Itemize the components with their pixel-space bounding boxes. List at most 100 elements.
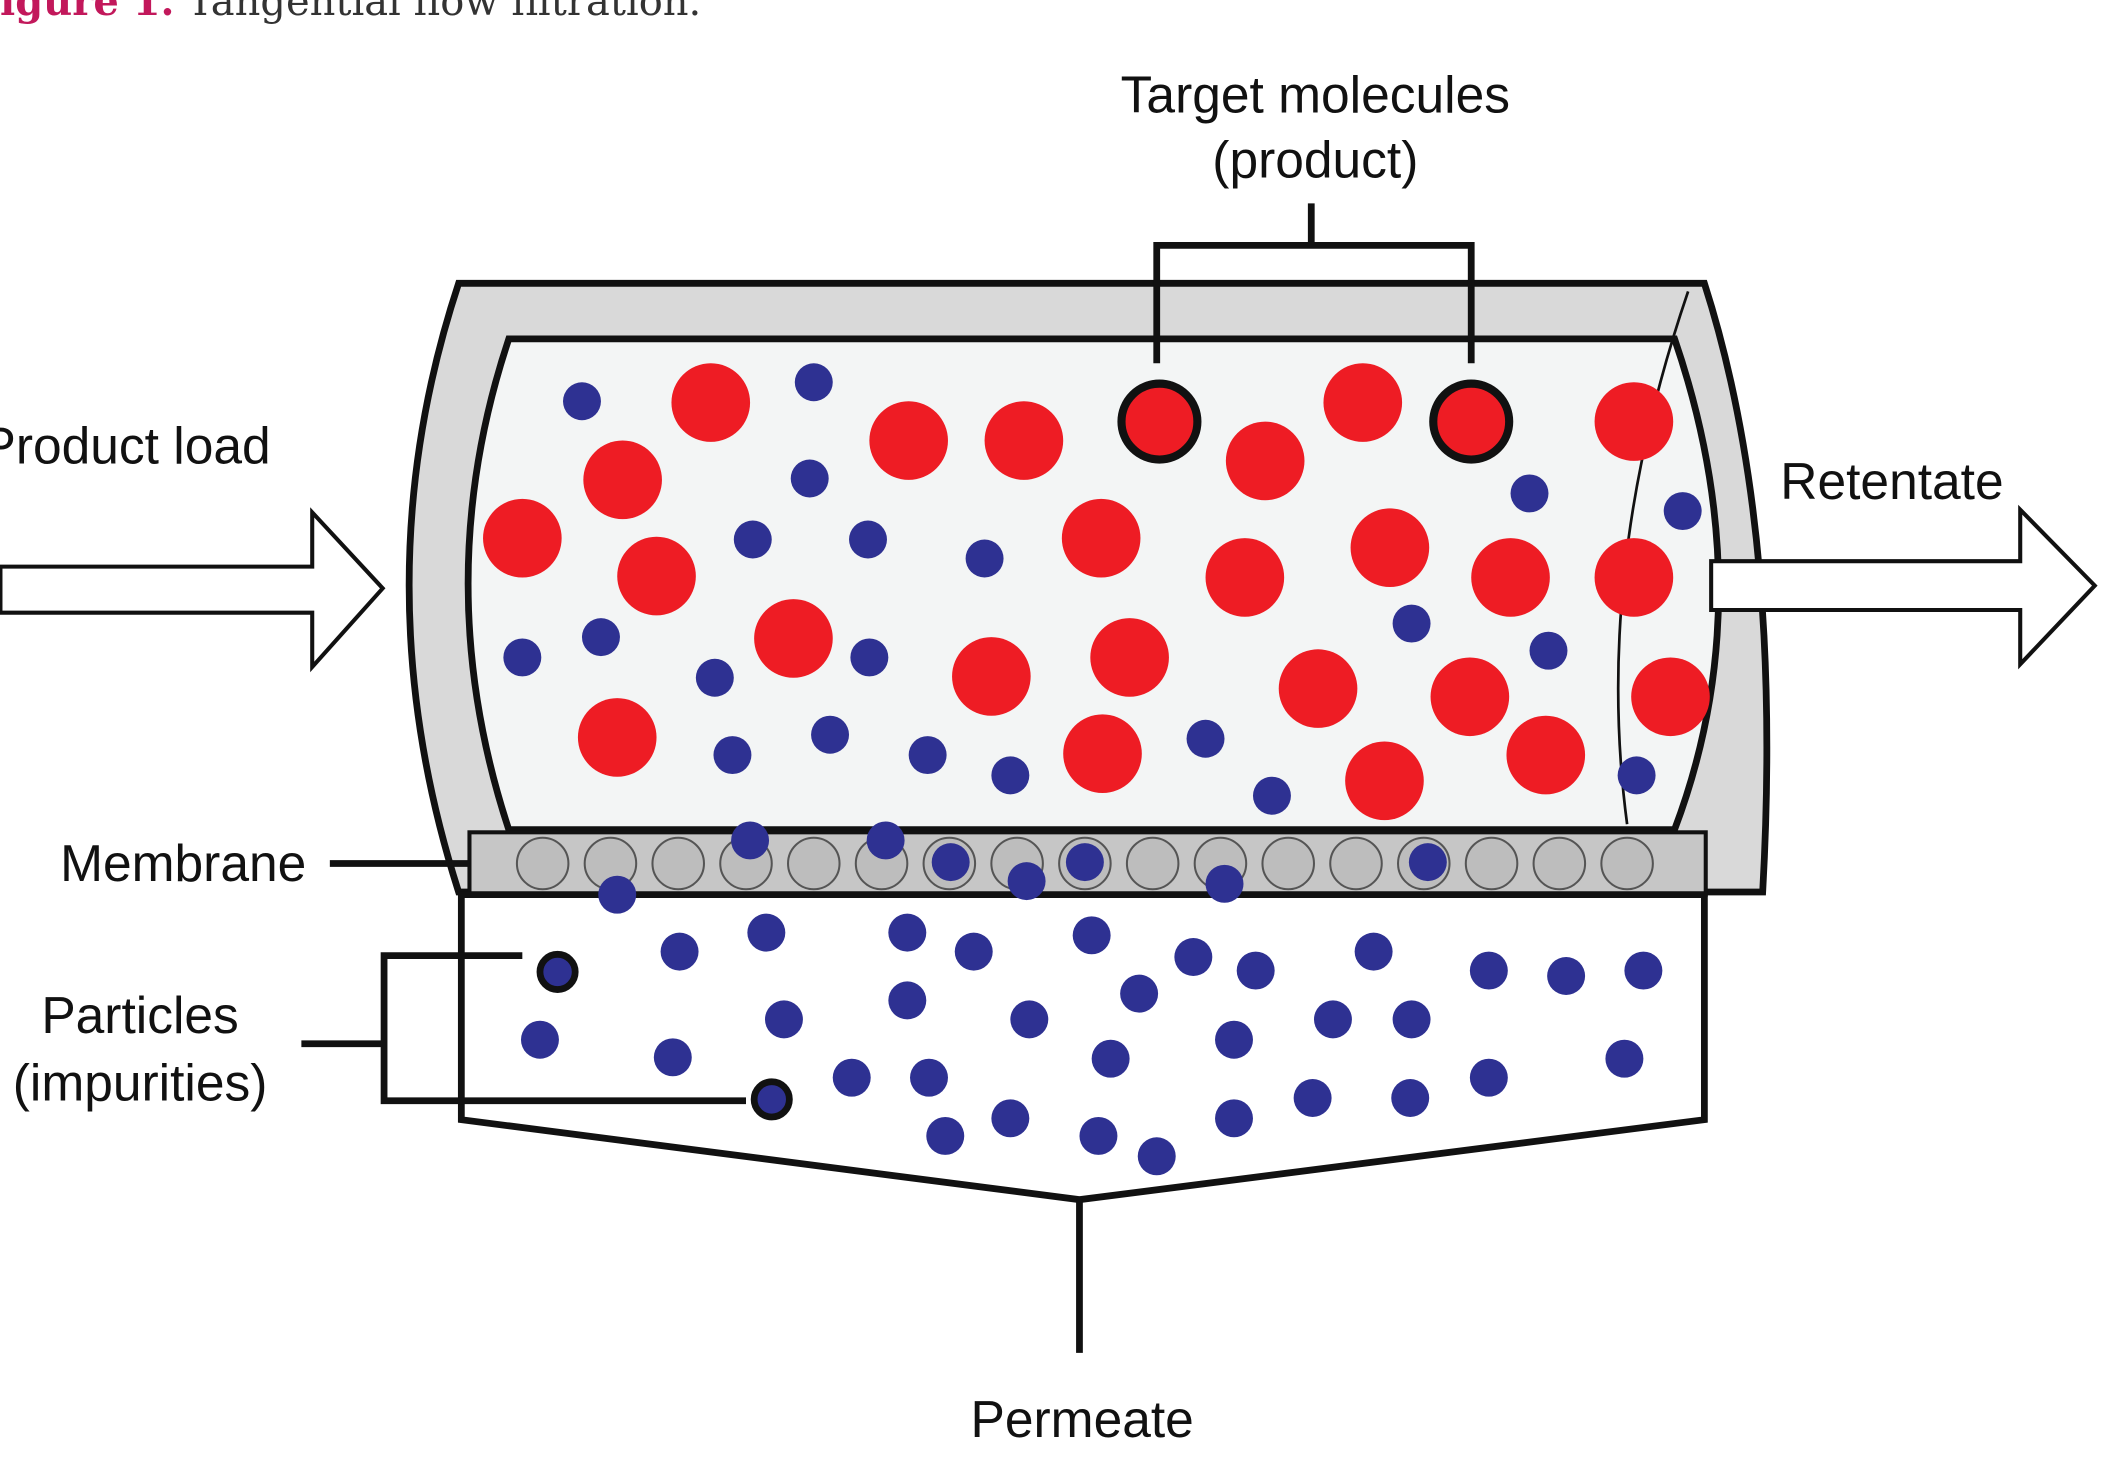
figure-number: igure 1. <box>0 0 175 25</box>
impurity-particle <box>1205 864 1244 903</box>
impurity-particle <box>563 382 601 421</box>
impurity-particle <box>581 618 620 657</box>
impurity-particle <box>747 913 786 952</box>
impurity-particle <box>965 539 1004 578</box>
product-molecule <box>1506 715 1586 795</box>
impurity-particles <box>503 363 1702 1176</box>
membrane-pore <box>651 836 705 891</box>
impurity-particle <box>790 459 829 498</box>
membrane-pore <box>1532 836 1587 891</box>
impurity-particle <box>1313 1000 1352 1039</box>
product-molecule <box>1061 498 1141 578</box>
impurity-particle <box>1392 604 1431 643</box>
particles-label: Particles <box>41 986 238 1044</box>
impurity-particle <box>1215 1099 1253 1138</box>
product-molecule <box>1278 649 1358 728</box>
impurity-particle <box>1065 843 1104 882</box>
impurity-particle <box>954 932 993 971</box>
impurity-particle <box>1605 1039 1644 1078</box>
membrane-pore <box>787 836 841 891</box>
retentate-label: Retentate <box>1780 452 2003 510</box>
impurity-particle <box>1354 932 1393 971</box>
impurity-particle <box>1120 974 1159 1013</box>
product-molecule <box>1063 714 1142 793</box>
product-molecule <box>1323 363 1403 442</box>
impurity-particle <box>503 638 542 677</box>
impurity-particle <box>1408 843 1447 882</box>
impurity-particle <box>910 1058 948 1097</box>
target-product-label: (product) <box>1212 131 1418 189</box>
product-molecule <box>754 599 833 678</box>
impurity-particle <box>991 756 1030 795</box>
impurity-particle <box>1293 1079 1332 1117</box>
product-molecule <box>583 440 662 520</box>
membrane-label: Membrane <box>60 834 306 892</box>
impurity-particle <box>1547 957 1586 995</box>
impurity-particle <box>1137 1137 1176 1176</box>
impurity-particle <box>1510 474 1549 513</box>
impurity-particle <box>653 1038 692 1077</box>
product-molecule <box>671 363 751 442</box>
target-bracket <box>1153 203 1475 364</box>
impurity-particle <box>850 638 889 677</box>
impurity-particle <box>832 1058 871 1097</box>
membrane-pore <box>1464 836 1519 891</box>
impurity-particle <box>931 843 970 882</box>
membrane-pore <box>1600 836 1654 891</box>
target-molecules-label: Target molecules <box>1121 66 1510 124</box>
impurity-particle <box>598 875 637 914</box>
impurity-particle <box>1252 776 1291 815</box>
product-molecule <box>984 401 1064 480</box>
impurity-particle <box>991 1099 1030 1138</box>
impurity-particle-highlighted <box>536 950 579 993</box>
impurity-particle <box>1174 938 1213 976</box>
impurity-particle <box>713 736 752 775</box>
product-molecule <box>1471 538 1550 617</box>
membrane-pore <box>1261 836 1315 891</box>
product-molecule <box>952 637 1031 716</box>
impurity-particle <box>926 1116 965 1155</box>
product-molecule <box>577 698 657 777</box>
permeate-label: Permeate <box>971 1390 1194 1448</box>
product-molecule <box>1631 657 1710 737</box>
product-molecule <box>1090 618 1169 697</box>
impurity-particle <box>764 1000 803 1039</box>
impurity-particle <box>1072 916 1111 955</box>
membrane-pore <box>1329 836 1383 891</box>
impurity-particle <box>1007 862 1046 901</box>
impurity-particle <box>695 658 734 697</box>
impurity-particle <box>1392 1000 1431 1039</box>
right-arrow-icon <box>1709 504 2098 670</box>
impurity-particle <box>908 736 947 775</box>
impurity-particle <box>1469 1058 1508 1097</box>
product-molecule <box>1430 657 1510 737</box>
impurities-label: (impurities) <box>13 1054 268 1112</box>
product-molecule <box>483 498 562 578</box>
impurity-particle <box>1215 1020 1253 1059</box>
figure-title: Tangential flow filtration. <box>174 0 702 25</box>
impurity-particle <box>811 715 850 754</box>
product-molecule <box>1225 421 1305 501</box>
impurity-particle <box>1391 1079 1430 1117</box>
product-load-label: Product load <box>0 417 271 475</box>
impurity-particle <box>1624 951 1663 990</box>
product-molecules <box>483 363 1710 821</box>
impurity-particle <box>733 520 772 559</box>
impurity-particle <box>660 932 699 971</box>
figure-caption: igure 1. Tangential flow filtration. <box>0 0 701 25</box>
particles-bracket <box>301 952 746 1105</box>
impurity-particle <box>520 1020 559 1059</box>
right-arrow-icon <box>0 507 386 673</box>
impurity-particle <box>1091 1039 1130 1078</box>
impurity-particle <box>1186 719 1225 758</box>
product-molecule <box>1345 741 1424 821</box>
impurity-particle <box>794 363 833 402</box>
product-molecule <box>869 401 948 480</box>
impurity-particle <box>1010 1000 1049 1039</box>
product-molecule-highlighted <box>1429 379 1514 464</box>
permeate-chamber <box>457 891 1708 1204</box>
impurity-particle <box>849 520 887 559</box>
product-molecule-highlighted <box>1117 379 1202 464</box>
